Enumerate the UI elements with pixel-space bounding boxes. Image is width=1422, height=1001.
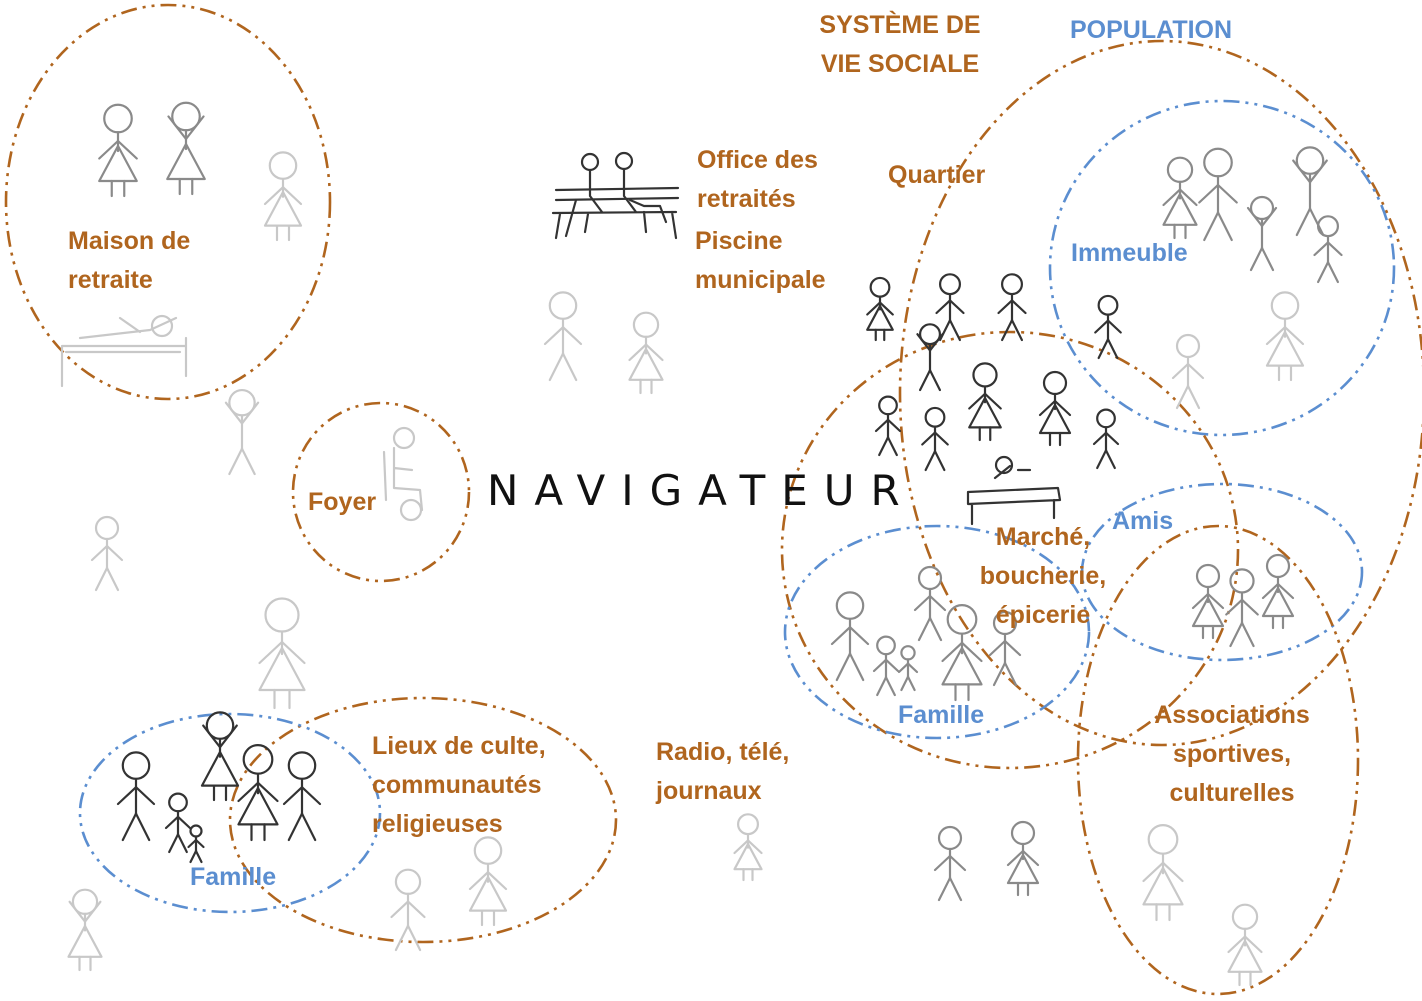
- stick-figure-icon: [543, 291, 583, 382]
- bed-icon: [60, 314, 188, 388]
- label-maison-de-retraite: Maison de retraite: [68, 227, 191, 294]
- label-associations: Associations sportives, culturelles: [1154, 701, 1310, 807]
- stick-figure-icon: [258, 597, 306, 710]
- stick-figure-icon: [164, 792, 192, 854]
- label-famille-right: Famille: [898, 701, 985, 729]
- stick-figure-icon: [237, 744, 279, 842]
- stick-figure-icon: [1038, 370, 1072, 447]
- stick-figure-icon: [390, 868, 426, 952]
- label-famille-left: Famille: [190, 863, 277, 891]
- stick-figure-icon: [628, 311, 664, 395]
- group-ellipses: [4, 3, 1422, 996]
- stick-figure-icon: [866, 276, 894, 342]
- label-amis: Amis: [1112, 507, 1174, 535]
- stick-figure-icon: [468, 836, 508, 927]
- ellipse-famille-right: [783, 524, 1091, 740]
- label-quartier: Quartier: [888, 161, 986, 189]
- stick-figure-icon: [1246, 195, 1278, 272]
- stick-figure-icon: [988, 610, 1022, 687]
- stick-figure-icon: [200, 711, 240, 802]
- system-title: SYSTÈME DE VIE SOCIALE: [819, 11, 981, 78]
- stick-figure-icon: [874, 395, 902, 457]
- stick-figure-icon: [1198, 147, 1238, 242]
- stick-figure-icon: [1162, 156, 1198, 240]
- stick-figure-icon: [98, 103, 138, 198]
- ellipse-immeuble: [1048, 99, 1396, 437]
- stick-figure-icon: [1092, 408, 1120, 470]
- ellipse-famille-left: [78, 712, 382, 914]
- stick-figure-icon: [90, 515, 124, 592]
- stick-figure-icon: [187, 824, 205, 864]
- stick-figure-icon: [897, 645, 919, 692]
- stick-figure-icon: [1265, 291, 1305, 382]
- stick-figure-icon: [733, 813, 763, 882]
- stick-figure-icon: [1261, 553, 1295, 630]
- stick-figure-icon: [935, 273, 965, 342]
- ellipse-foyer: [291, 401, 471, 583]
- stick-figure-icon: [913, 565, 947, 642]
- stick-figure-icon: [916, 323, 944, 392]
- stick-figure-icon: [67, 888, 103, 972]
- label-marche: Marché, boucherie, épicerie: [979, 523, 1107, 629]
- stick-figure-icon: [282, 751, 322, 842]
- stick-figure-icon: [830, 591, 870, 682]
- stick-figure-icon: [872, 635, 900, 697]
- stick-figure-icon: [1227, 903, 1263, 987]
- label-office: Office des retraités: [697, 146, 818, 213]
- stick-figure-icon: [968, 362, 1002, 442]
- market-stall-icon: [966, 455, 1062, 526]
- stick-figure-icon: [1313, 215, 1343, 284]
- stick-figure-icon: [1094, 294, 1122, 360]
- stick-figure-icon: [1292, 146, 1328, 237]
- ellipse-associations: [1076, 524, 1360, 996]
- ellipse-lieux-de-culte: [228, 696, 618, 944]
- label-lieux-de-culte: Lieux de culte, communautés religieuses: [372, 732, 546, 838]
- stick-figure-icon: [116, 751, 156, 842]
- stick-figure-icon: [224, 388, 260, 476]
- label-radio: Radio, télé, journaux: [656, 738, 790, 805]
- ellipse-maison-de-retraite: [4, 3, 332, 401]
- stick-figure-icon: [1171, 333, 1205, 410]
- stick-figure-icon: [263, 151, 303, 242]
- wheelchair-icon: [382, 426, 424, 522]
- stick-figure-icon: [921, 406, 949, 472]
- stick-figure-icon: [1006, 820, 1040, 897]
- population-title: POPULATION: [1070, 16, 1233, 44]
- label-foyer: Foyer: [308, 488, 377, 516]
- stick-figure-icon: [941, 604, 983, 702]
- group-objects: [60, 151, 1062, 526]
- stick-figure-icon: [166, 101, 206, 196]
- ellipse-amis: [1080, 482, 1364, 662]
- ellipse-marche: [780, 330, 1240, 770]
- label-immeuble: Immeuble: [1071, 239, 1188, 267]
- stick-figure-icon: [1142, 824, 1184, 922]
- stick-figure-icon: [1225, 568, 1259, 648]
- navigateur-label: NAVIGATEUR: [487, 466, 916, 515]
- group-figures: [67, 101, 1343, 987]
- bench-icon: [551, 151, 680, 240]
- label-piscine: Piscine municipale: [695, 227, 826, 294]
- stick-figure-icon: [997, 273, 1027, 342]
- ellipse-quartier: [898, 39, 1422, 747]
- stick-figure-icon: [1191, 563, 1225, 640]
- stick-figure-icon: [933, 825, 967, 902]
